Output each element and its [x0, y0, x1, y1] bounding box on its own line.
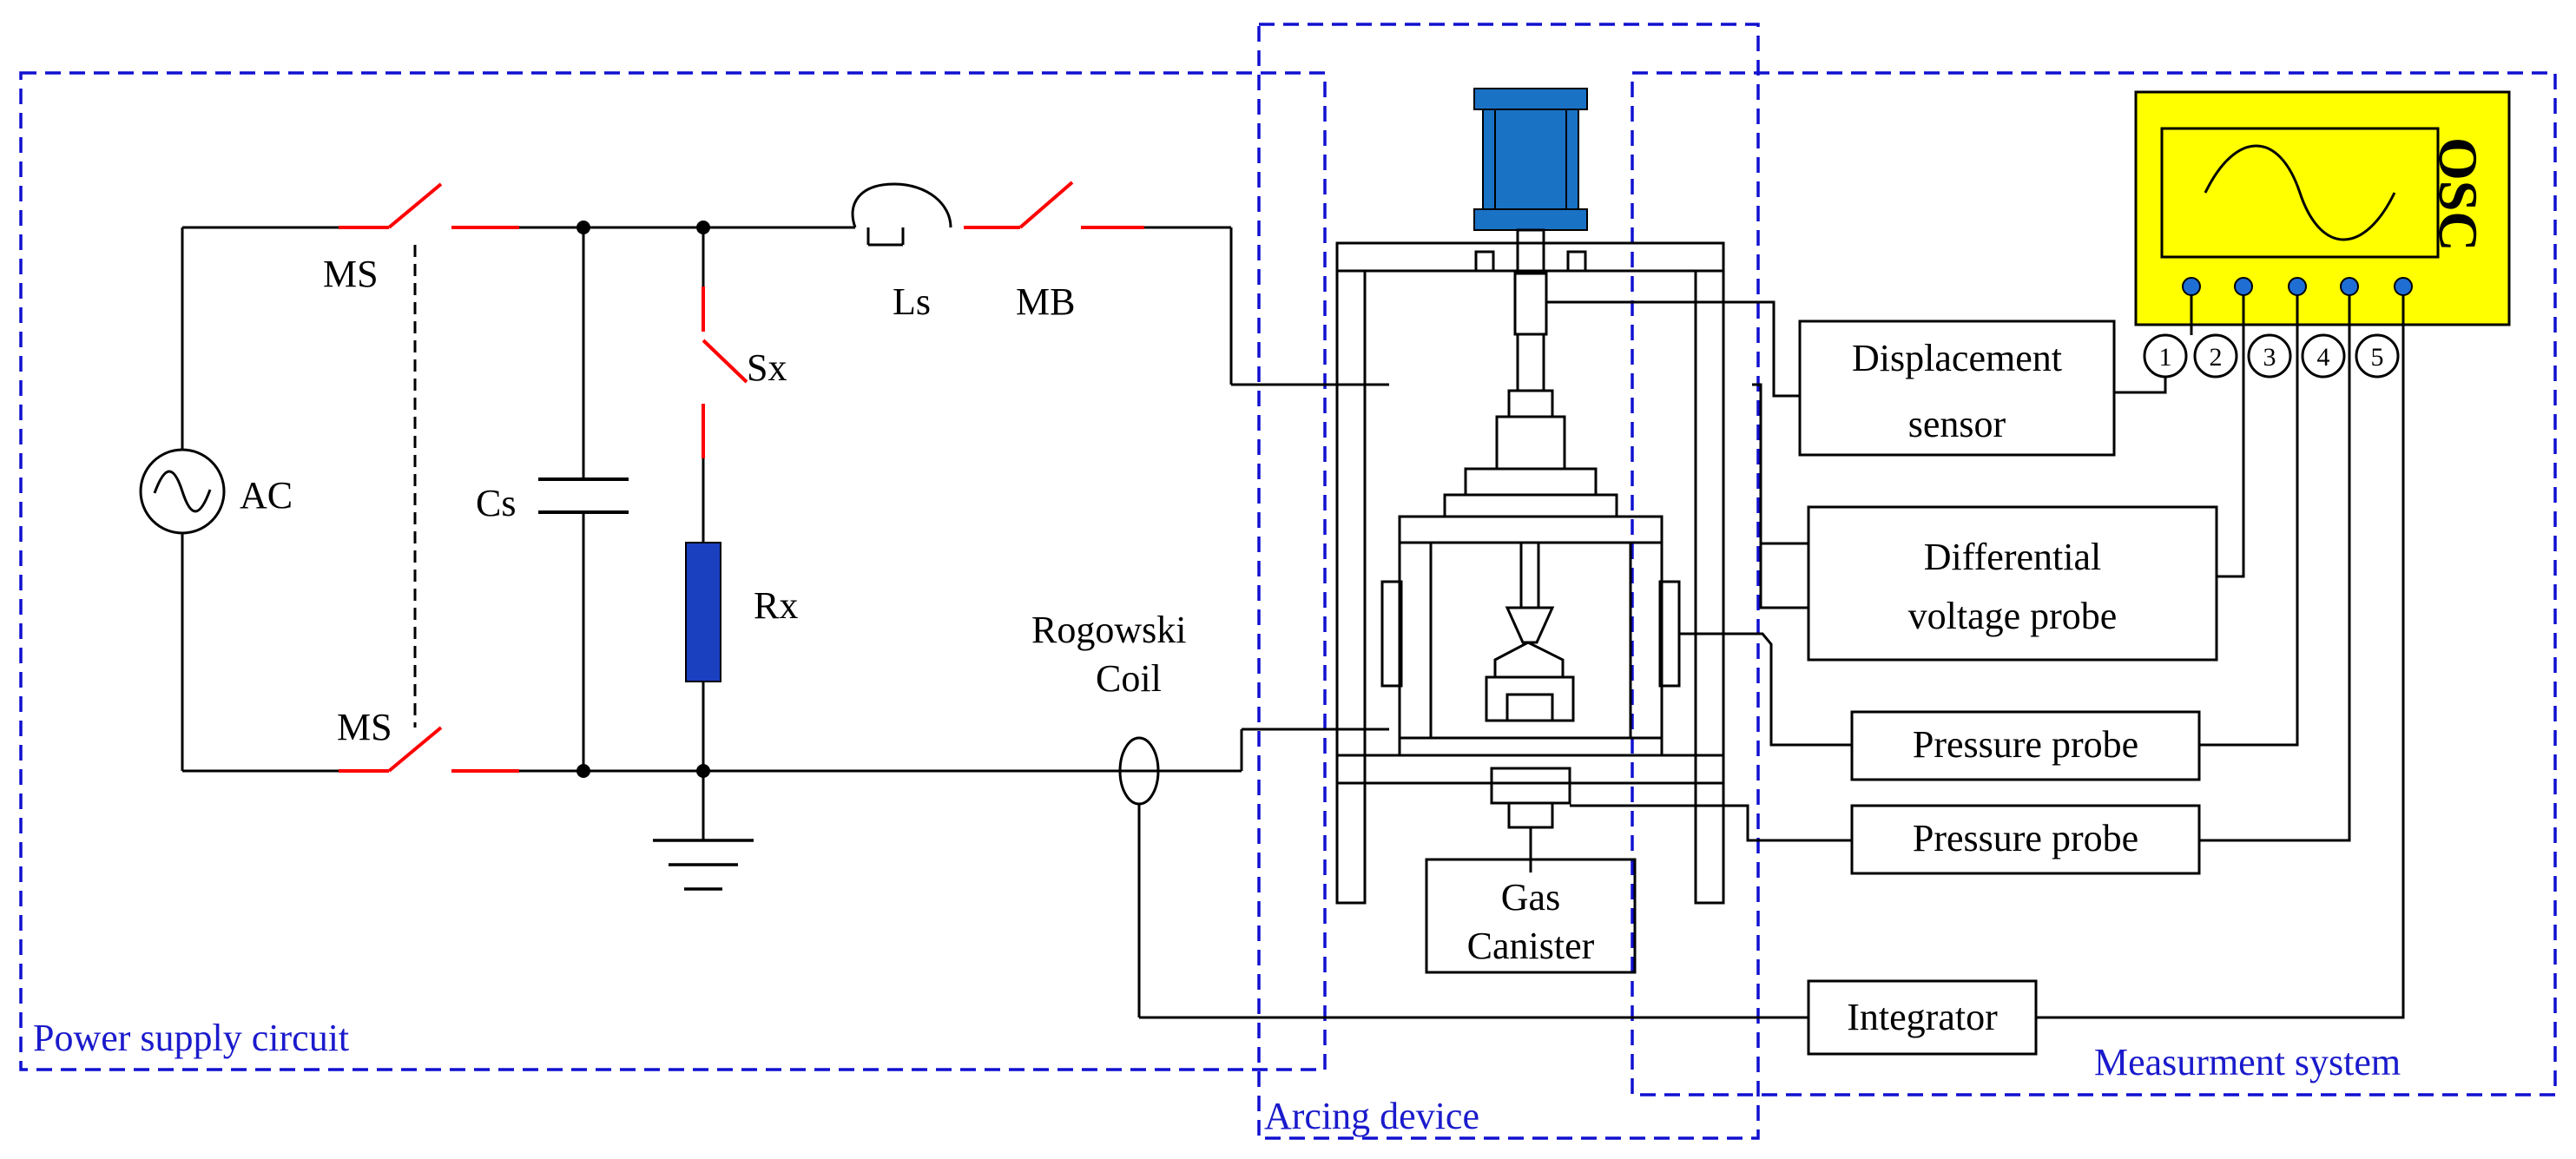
frame-left-post [1335, 269, 1367, 905]
ls-inductor-symbol [851, 182, 952, 228]
arcing-device-region-label: Arcing device [1264, 1095, 1479, 1137]
measurement-region-label: Measurment system [2094, 1041, 2401, 1083]
gas-canister-box [1425, 858, 1637, 974]
ms-top-label: MS [323, 253, 379, 295]
oscilloscope-screen [2160, 127, 2440, 259]
arc-contacts-icon [1485, 606, 1575, 722]
channel-1-label: 1 [2159, 343, 2172, 372]
channel-3-label: 3 [2263, 343, 2276, 372]
channel-numbers: 1 2 3 4 5 [2143, 333, 2400, 379]
displacement-sensor-box [1798, 319, 2116, 457]
mb-label: MB [1016, 280, 1075, 323]
gas-canister-label-line2: Canister [1467, 925, 1595, 967]
channel-4-label: 4 [2317, 343, 2330, 372]
mb-switch-blade [1018, 181, 1074, 229]
pneumatic-cylinder-icon [1473, 88, 1588, 231]
displacement-sensor-label-line2: sensor [1908, 403, 2006, 445]
osc-label: OSC [2428, 137, 2489, 252]
rogowski-label-line2: Coil [1096, 657, 1162, 700]
ac-source-symbol [139, 448, 226, 535]
ms-top-switch-blade [387, 182, 443, 229]
sine-wave-icon [2204, 144, 2396, 241]
ground-icon [653, 771, 754, 891]
rx-label: Rx [754, 584, 798, 627]
sine-wave-icon [153, 470, 212, 513]
differential-probe-label-line2: voltage probe [1908, 595, 2118, 637]
sx-switch-blade [702, 339, 748, 384]
frame-right-post [1694, 269, 1725, 905]
pressure-probe-2-label: Pressure probe [1913, 817, 2138, 859]
pressure-probe-1-label: Pressure probe [1913, 723, 2138, 766]
differential-voltage-probe-box [1807, 505, 2218, 662]
region-borders: Power supply circuit Arcing device Measu… [19, 23, 2557, 1140]
channel-5-label: 5 [2371, 343, 2384, 372]
channel-2-label: 2 [2210, 343, 2223, 372]
ms-bottom-switch-blade [387, 726, 443, 773]
ac-label: AC [240, 474, 293, 517]
measurement-system: OSC 1 2 3 4 5 Displacement sensor [1547, 90, 2511, 1056]
measurement-wiring [1547, 295, 2405, 1019]
integrator-label: Integrator [1847, 996, 1998, 1038]
arc-chamber [1398, 515, 1664, 740]
frame-top-beam [1335, 241, 1725, 273]
gas-canister-label-line1: Gas [1501, 876, 1560, 919]
power-supply-circuit: AC MS Ls MB MS [139, 181, 1808, 1019]
rogowski-label-line1: Rogowski [1031, 609, 1186, 651]
power-supply-region [19, 71, 1327, 1071]
rx-resistor-symbol [685, 542, 721, 682]
ms-bottom-label: MS [337, 706, 392, 748]
ls-label: Ls [893, 280, 931, 323]
differential-probe-label-line1: Differential [1924, 536, 2101, 578]
arcing-device-region [1257, 23, 1760, 1140]
cs-label: Cs [476, 482, 516, 524]
sx-label: Sx [747, 346, 787, 389]
power-supply-region-label: Power supply circuit [33, 1017, 349, 1059]
displacement-sensor-label-line1: Displacement [1852, 337, 2062, 379]
arcing-device: Gas Canister [1335, 88, 1725, 974]
